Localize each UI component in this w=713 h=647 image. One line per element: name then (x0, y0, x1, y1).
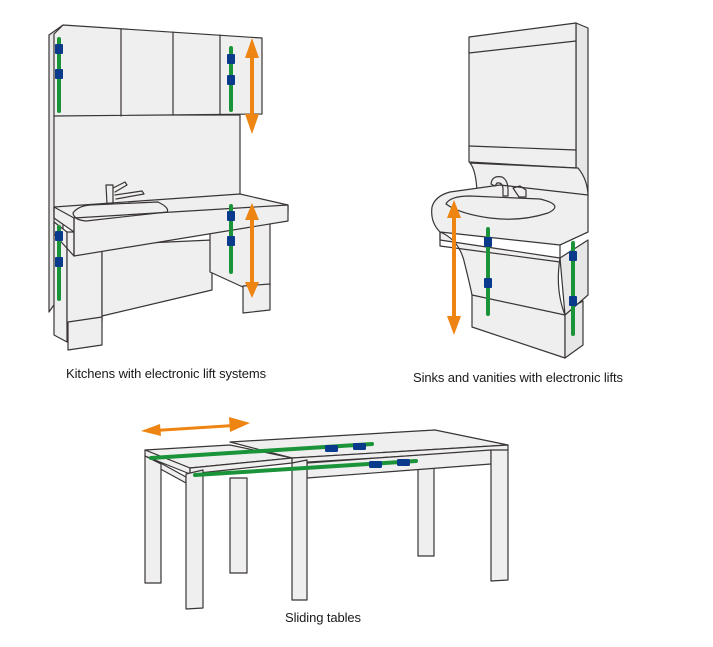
motor-block-icon (227, 54, 235, 64)
sliding-table-illustration (141, 417, 509, 610)
motor-block-icon (484, 278, 492, 288)
motor-block-icon (353, 443, 366, 450)
motor-block-icon (55, 44, 63, 54)
sink-illustration (431, 22, 589, 359)
caption-kitchens: Kitchens with electronic lift systems (66, 366, 267, 381)
motor-block-icon (484, 237, 492, 247)
motor-block-icon (227, 211, 235, 221)
motor-block-icon (55, 69, 63, 79)
motor-block-icon (325, 445, 338, 452)
motor-block-icon (569, 251, 577, 261)
motion-arrow-icon (141, 417, 250, 436)
motion-arrow-icon (245, 38, 259, 134)
caption-sinks: Sinks and vanities with electronic lifts (413, 370, 623, 385)
motor-block-icon (397, 459, 410, 466)
motor-block-icon (55, 231, 63, 241)
motor-block-icon (227, 75, 235, 85)
kitchen-illustration (48, 24, 289, 351)
motion-arrow-icon (447, 200, 461, 335)
caption-sliding-tables: Sliding tables (285, 610, 361, 625)
motor-block-icon (227, 236, 235, 246)
motion-arrow-icon (245, 203, 259, 298)
motor-block-icon (55, 257, 63, 267)
motor-block-icon (369, 461, 382, 468)
motor-block-icon (569, 296, 577, 306)
